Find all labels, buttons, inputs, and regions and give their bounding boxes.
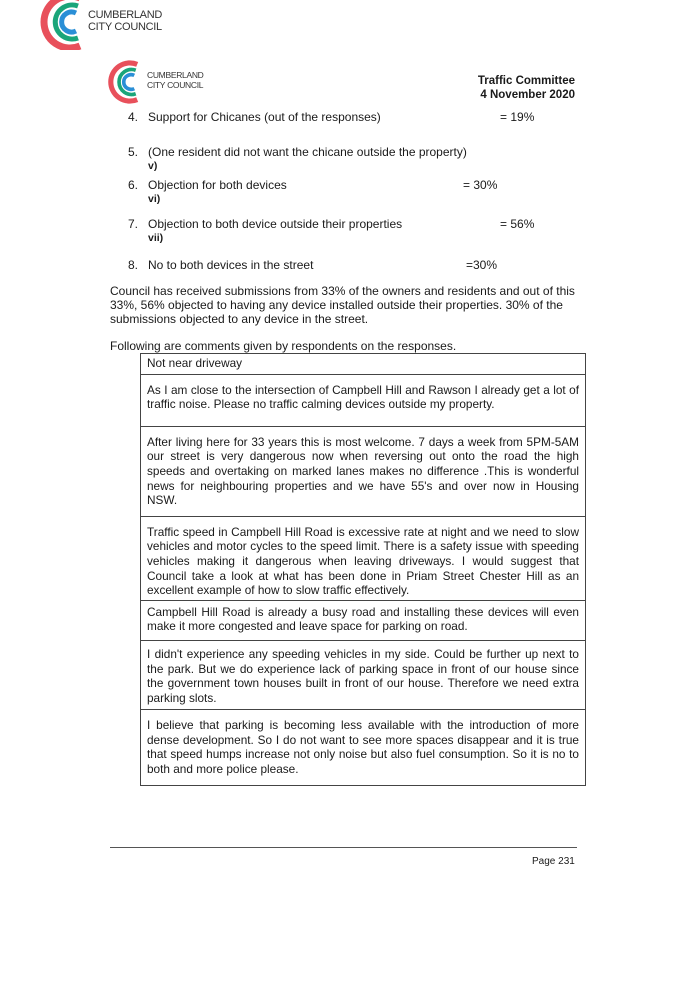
comments-intro: Following are comments given by responde… xyxy=(110,339,457,353)
summary-paragraph: Council has received submissions from 33… xyxy=(110,284,575,326)
item-sub-label: v) xyxy=(148,160,158,172)
page-number: Page 231 xyxy=(532,856,575,867)
table-row: I believe that parking is becoming less … xyxy=(140,709,586,786)
item-text: Objection to both device outside their p… xyxy=(148,217,403,231)
table-row: After living here for 33 years this is m… xyxy=(140,425,586,517)
table-row: Campbell Hill Road is already a busy roa… xyxy=(140,599,586,641)
item-sub-label: vi) xyxy=(148,193,161,205)
item-sub-label: vii) xyxy=(148,232,164,244)
logo-wordmark-small: CUMBERLAND CITY COUNCIL xyxy=(147,70,204,90)
table-row: Traffic speed in Campbell Hill Road is e… xyxy=(140,515,586,601)
item-number: 5. xyxy=(128,145,139,159)
item-value: = 56% xyxy=(500,217,535,231)
committee-name: Traffic Committee xyxy=(477,75,575,87)
logo-line-1: CUMBERLAND xyxy=(147,70,204,80)
comment-cell: Not near driveway xyxy=(140,353,586,375)
item-number: 4. xyxy=(128,110,139,124)
logo-line-2: CITY COUNCIL xyxy=(88,21,162,33)
footer-divider xyxy=(110,847,577,848)
logo-line-1: CUMBERLAND xyxy=(88,9,163,21)
comment-cell: I believe that parking is becoming less … xyxy=(140,709,586,786)
list-item: 6. Objection for both devices vi) xyxy=(128,178,287,206)
list-item: 7. Objection to both device outside their… xyxy=(128,217,402,245)
comment-cell: Traffic speed in Campbell Hill Road is e… xyxy=(140,515,586,601)
table-row: Not near driveway xyxy=(140,353,586,375)
list-item: 4. Support for Chicanes (out of the respo… xyxy=(128,110,381,124)
list-item: 8. No to both devices in the street xyxy=(128,258,313,272)
item-number: 7. xyxy=(128,217,139,231)
logo-line-2: CITY COUNCIL xyxy=(147,79,204,90)
meeting-date: 4 November 2020 xyxy=(480,89,575,101)
list-item: 5. (One resident did not want the chicane… xyxy=(128,145,467,173)
item-number: 6. xyxy=(128,178,139,192)
item-value: = 30% xyxy=(463,178,498,192)
item-value: =30% xyxy=(466,258,498,272)
item-number: 8. xyxy=(128,258,139,272)
item-text: Objection for both devices xyxy=(148,178,287,192)
comment-cell: After living here for 33 years this is m… xyxy=(140,425,586,517)
comment-cell: I didn't experience any speeding vehicle… xyxy=(140,639,586,711)
document-header: Traffic Committee 4 November 2020 xyxy=(478,74,575,102)
item-text: Support for Chicanes (out of the respons… xyxy=(148,110,381,124)
item-text: No to both devices in the street xyxy=(148,258,314,272)
council-logo-small-icon xyxy=(108,60,139,104)
table-row: I didn't experience any speeding vehicle… xyxy=(140,639,586,711)
item-text: (One resident did not want the chicane o… xyxy=(148,145,467,159)
table-row: As I am close to the intersection of Cam… xyxy=(140,373,586,427)
comment-cell: Campbell Hill Road is already a busy roa… xyxy=(140,599,586,641)
comments-table: Not near driveway As I am close to the i… xyxy=(140,353,586,786)
council-logo-icon xyxy=(40,0,82,50)
item-value: = 19% xyxy=(500,110,535,124)
logo-wordmark: CUMBERLAND CITY COUNCIL xyxy=(88,9,162,33)
comment-cell: As I am close to the intersection of Cam… xyxy=(140,373,586,427)
